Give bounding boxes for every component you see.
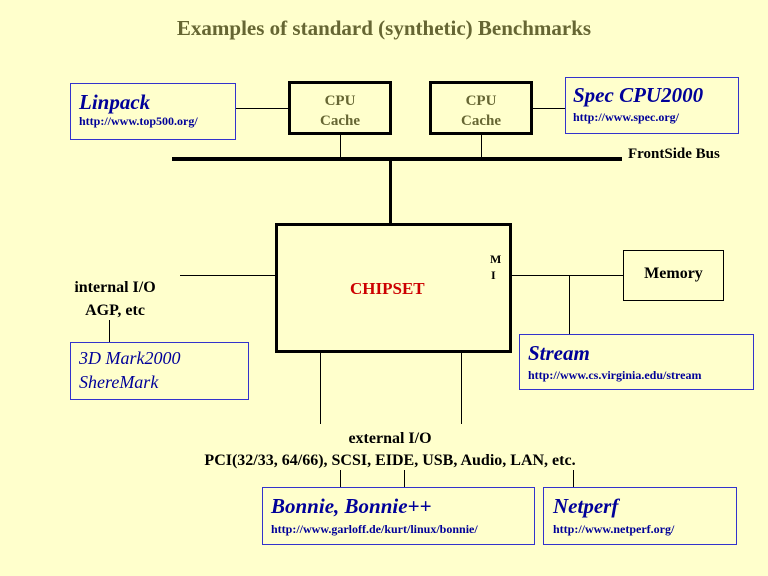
page-title: Examples of standard (synthetic) Benchma… [176, 16, 592, 40]
stream-url[interactable]: http://www.cs.virginia.edu/stream [528, 368, 702, 382]
chipset-external-io-right [461, 352, 462, 424]
bonnie-url[interactable]: http://www.garloff.de/kurt/linux/bonnie/ [271, 522, 478, 536]
external-io-label: external I/O PCI(32/33, 64/66), SCSI, EI… [150, 428, 630, 472]
internal-io-connector [180, 275, 276, 276]
mark3d-box: 3D Mark2000 ShereMark [70, 342, 249, 400]
cpu2-bus-connector [481, 134, 482, 158]
netperf-url[interactable]: http://www.netperf.org/ [553, 522, 675, 536]
stream-box: Stream http://www.cs.virginia.edu/stream [519, 334, 754, 390]
mi-label-m: M [490, 252, 502, 266]
netperf-name: Netperf [553, 494, 619, 518]
cpu-cache-box-1: CPU Cache [288, 81, 392, 135]
internal-io-line1: internal I/O [74, 279, 156, 296]
memory-label: Memory [644, 265, 703, 282]
linpack-cpu-connector [236, 108, 288, 109]
bus-chipset-connector [389, 161, 392, 223]
netperf-box: Netperf http://www.netperf.org/ [543, 487, 737, 545]
bonnie-box: Bonnie, Bonnie++ http://www.garloff.de/k… [262, 487, 535, 545]
cpu1-bus-connector [340, 134, 341, 158]
cpu-label: CPU [465, 93, 497, 109]
stream-connector [569, 275, 570, 334]
spec-cpu2000-box: Spec CPU2000 http://www.spec.org/ [565, 77, 739, 134]
linpack-url[interactable]: http://www.top500.org/ [79, 114, 198, 128]
spec-cpu2000-name: Spec CPU2000 [573, 83, 704, 107]
bonnie-connector-left [340, 470, 341, 487]
stream-name: Stream [528, 341, 590, 365]
bonnie-connector-right [404, 470, 405, 487]
linpack-box: Linpack http://www.top500.org/ [70, 83, 236, 140]
cpu-cache-box-2: CPU Cache [429, 81, 533, 135]
memory-box: Memory [623, 250, 724, 301]
mark3d-name: 3D Mark2000 [79, 348, 181, 368]
bonnie-name: Bonnie, Bonnie++ [271, 494, 432, 518]
chipset-label: CHIPSET [350, 279, 425, 298]
frontside-bus-label: FrontSide Bus [628, 146, 720, 162]
chipset-box: CHIPSET M I [275, 223, 512, 353]
cache-label: Cache [461, 113, 501, 129]
internal-io-label: internal I/O AGP, etc [55, 276, 175, 322]
external-io-line2: PCI(32/33, 64/66), SCSI, EIDE, USB, Audi… [204, 452, 576, 469]
netperf-connector [573, 470, 574, 487]
sheremark-name: ShereMark [79, 372, 159, 392]
spec-cpu-connector [523, 108, 566, 109]
linpack-name: Linpack [79, 90, 151, 114]
cpu-label: CPU [324, 93, 356, 109]
spec-cpu2000-url[interactable]: http://www.spec.org/ [573, 110, 679, 124]
mi-label-i: I [491, 268, 496, 282]
chipset-memory-connector [511, 275, 624, 276]
chipset-external-io-left [320, 352, 321, 424]
frontside-bus-line [172, 157, 622, 161]
internal-io-line2: AGP, etc [85, 302, 145, 319]
mark3d-connector [109, 320, 110, 342]
cache-label: Cache [320, 113, 360, 129]
external-io-line1: external I/O [348, 430, 432, 447]
